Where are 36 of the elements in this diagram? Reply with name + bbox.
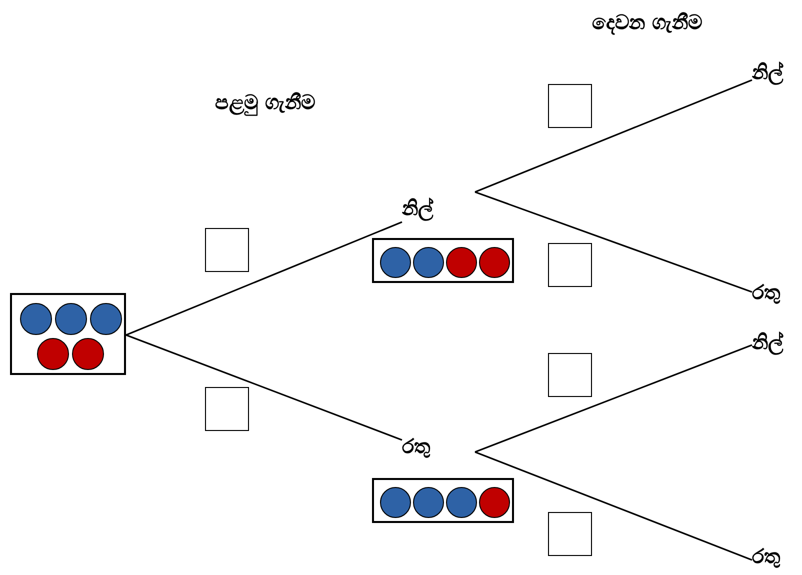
marble — [479, 247, 510, 278]
marble-tray — [372, 478, 514, 523]
branch-label: නිල් — [402, 190, 475, 230]
answer-box — [205, 387, 249, 431]
marble — [446, 247, 477, 278]
column-heading: පළමු ගැනීම — [215, 90, 315, 114]
marble — [413, 247, 444, 278]
branch-line — [474, 191, 752, 293]
branch-line — [474, 344, 752, 453]
marble — [37, 338, 69, 370]
branch-label: රතු — [402, 420, 475, 464]
branch-line — [126, 221, 402, 336]
branch-label: නිල් — [752, 56, 802, 90]
branch-label: රතු — [752, 276, 802, 310]
answer-box — [548, 84, 592, 128]
marble — [72, 338, 104, 370]
branch-line — [126, 334, 402, 441]
branch-label: නිල් — [752, 326, 802, 360]
marble — [380, 247, 411, 278]
column-heading: දෙවන ගැනීම — [592, 10, 702, 34]
answer-box — [205, 228, 249, 272]
marble — [55, 303, 87, 335]
answer-box — [548, 243, 592, 287]
marble — [380, 487, 411, 518]
marble — [446, 487, 477, 518]
marble-tray — [372, 238, 514, 283]
marble — [413, 487, 444, 518]
marble — [479, 487, 510, 518]
branch-line — [474, 79, 752, 193]
branch-line — [474, 451, 752, 561]
answer-box — [548, 512, 592, 556]
marble — [90, 303, 122, 335]
marble — [20, 303, 52, 335]
branch-label: රතු — [752, 540, 802, 574]
marble-tray — [10, 293, 126, 375]
answer-box — [548, 353, 592, 397]
